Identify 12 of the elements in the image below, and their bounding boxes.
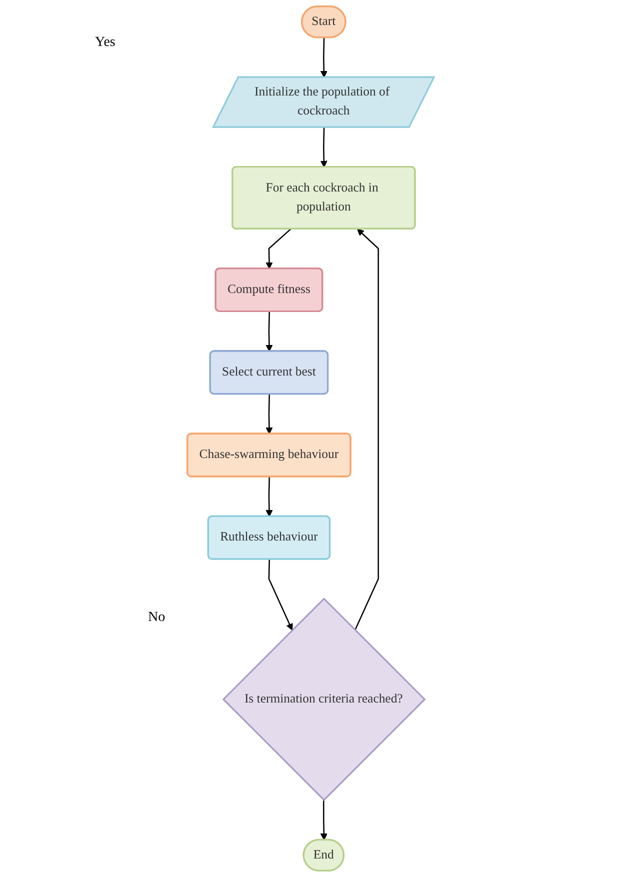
note-text: Yes — [95, 35, 116, 51]
arrow — [266, 394, 273, 434]
arrow — [266, 312, 273, 352]
arrow — [266, 476, 273, 517]
arrow — [320, 800, 328, 840]
note-text: No — [148, 610, 166, 626]
node-diamond: Is termination criteria reached? — [222, 598, 426, 802]
arrow — [268, 559, 293, 630]
arrow — [320, 38, 328, 78]
arrow — [354, 228, 379, 630]
arrow — [266, 228, 291, 270]
arrow — [320, 127, 328, 168]
